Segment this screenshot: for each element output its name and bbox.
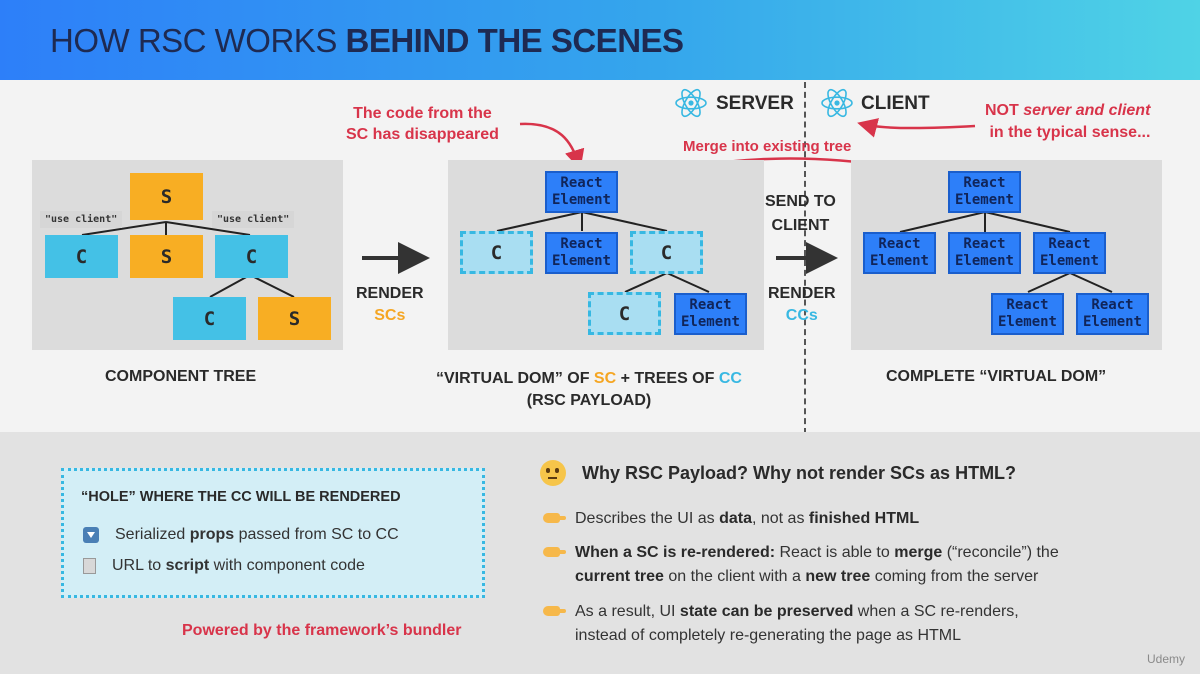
pointing-hand-icon (543, 547, 566, 557)
complete-vdom-caption: COMPLETE “VIRTUAL DOM” (886, 368, 1107, 385)
react-element-node: React Element (991, 293, 1064, 335)
payload-caption: “VIRTUAL DOM” OF SC + TREES OF CC(RSC PA… (436, 370, 742, 409)
server-label: SERVER (716, 93, 794, 114)
react-element-node: React Element (948, 232, 1021, 274)
react-element-node: React Element (1033, 232, 1106, 274)
why-title: Why RSC Payload? Why not render SCs as H… (582, 463, 1017, 483)
client-component-node: C (215, 235, 288, 278)
react-element-node: React Element (863, 232, 936, 274)
page-title: HOW RSC WORKS BEHIND THE SCENES (50, 22, 684, 59)
why-bullet-1: Describes the UI as data, not as finishe… (575, 510, 920, 527)
react-element-node: React Element (674, 293, 747, 335)
udemy-watermark: Udemy (1147, 652, 1186, 666)
merge-note: Merge into existing tree (683, 138, 852, 155)
server-component-node: S (130, 235, 203, 278)
use-client-tag: "use client" (40, 211, 123, 228)
client-component-node: C (45, 235, 118, 278)
server-component-node: S (258, 297, 331, 340)
client-label: CLIENT (861, 93, 930, 114)
hole-info-box: “HOLE” WHERE THE CC WILL BE RENDERED Ser… (61, 468, 485, 598)
hole-title: “HOLE” WHERE THE CC WILL BE RENDERED (81, 489, 401, 505)
component-tree-caption: COMPONENT TREE (105, 368, 257, 385)
react-element-node: React Element (948, 171, 1021, 213)
pointing-hand-icon (543, 606, 566, 616)
client-component-hole: C (630, 231, 703, 274)
client-component-node: C (173, 297, 246, 340)
bundler-note: Powered by the framework’s bundler (182, 622, 462, 639)
use-client-tag: "use client" (212, 211, 295, 228)
react-logo-icon (821, 88, 853, 118)
hole-item-script: URL to script with component code (83, 557, 365, 575)
client-component-hole: C (460, 231, 533, 274)
pointing-hand-icon (543, 513, 566, 523)
down-arrow-icon (83, 527, 99, 543)
why-bullet-3: As a result, UI state can be preserved w… (575, 603, 1019, 644)
thinking-face-icon (540, 460, 566, 486)
react-logo-icon (675, 88, 707, 118)
header-bar: HOW RSC WORKS BEHIND THE SCENES (0, 0, 1200, 80)
server-component-node: S (130, 173, 203, 220)
react-element-node: React Element (545, 171, 618, 213)
page-icon (83, 558, 96, 574)
react-element-node: React Element (1076, 293, 1149, 335)
why-bullet-2: When a SC is re-rendered: React is able … (575, 544, 1059, 585)
client-component-hole: C (588, 292, 661, 335)
hole-item-props: Serialized props passed from SC to CC (83, 526, 399, 544)
react-element-node: React Element (545, 232, 618, 274)
